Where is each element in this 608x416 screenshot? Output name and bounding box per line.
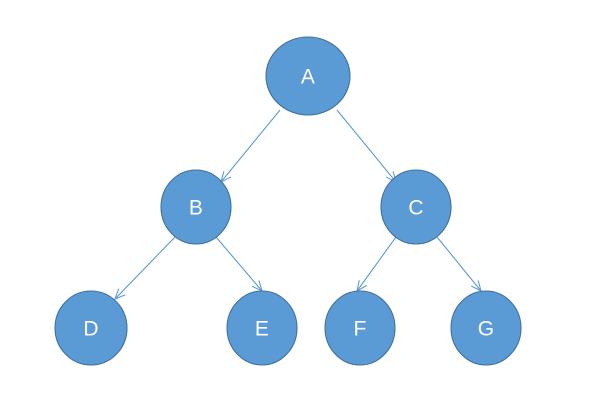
- edge-c-to-f: [356, 236, 397, 293]
- node-label: C: [408, 197, 423, 220]
- node-shape[interactable]: [450, 290, 522, 366]
- tree-node-a[interactable]: A: [265, 36, 351, 116]
- node-label: D: [83, 318, 98, 341]
- edge-c-to-g: [436, 236, 482, 293]
- tree-node-d[interactable]: D: [54, 290, 128, 366]
- tree-node-e[interactable]: E: [226, 290, 298, 366]
- tree-node-g[interactable]: G: [450, 290, 522, 366]
- node-shape[interactable]: [324, 290, 396, 366]
- node-shape[interactable]: [226, 290, 298, 366]
- edge-a-to-c: [336, 109, 397, 184]
- node-shape[interactable]: [265, 36, 351, 116]
- arrowhead-icon: [114, 288, 126, 300]
- tree-node-b[interactable]: B: [160, 169, 232, 245]
- edge-line: [215, 236, 263, 292]
- node-label: B: [189, 197, 203, 220]
- node-shape[interactable]: [54, 290, 128, 366]
- edge-line: [114, 236, 176, 300]
- edges-layer: [114, 109, 482, 300]
- node-label: F: [353, 318, 366, 341]
- nodes-layer: A B C D E F G: [54, 36, 522, 366]
- node-shape[interactable]: [160, 169, 232, 245]
- edge-line: [356, 236, 397, 292]
- tree-node-c[interactable]: C: [380, 169, 452, 245]
- edge-a-to-b: [220, 109, 281, 184]
- edge-line: [336, 109, 397, 183]
- node-shape[interactable]: [380, 169, 452, 245]
- edge-line: [436, 236, 482, 292]
- edge-b-to-d: [114, 236, 176, 300]
- node-label: E: [255, 318, 269, 341]
- edge-line: [220, 109, 281, 183]
- tree-node-f[interactable]: F: [324, 290, 396, 366]
- node-label: G: [478, 318, 495, 341]
- edge-b-to-e: [215, 236, 263, 293]
- node-label: A: [301, 66, 315, 89]
